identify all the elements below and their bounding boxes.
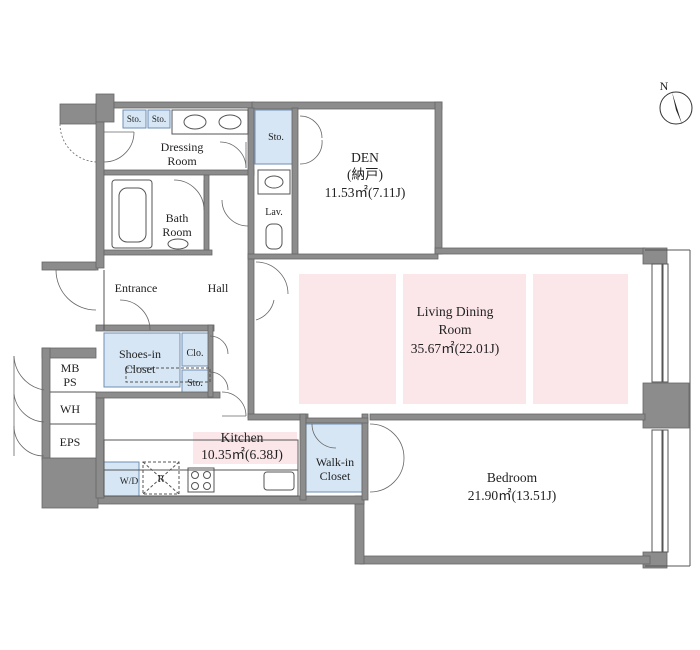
bedroom-name: Bedroom [487, 470, 538, 485]
den-name: DEN [351, 150, 379, 165]
walkin-line1: Walk-in [316, 455, 354, 469]
sto-top-2-label: Sto. [152, 114, 166, 124]
walkin-line2: Closet [320, 469, 351, 483]
kitchen-name: Kitchen [221, 430, 264, 445]
living-floor-panels [193, 274, 628, 464]
hall-label: Hall [208, 281, 229, 295]
kitchen-area: 10.35㎡(6.38J) [201, 447, 283, 462]
ps-label: PS [63, 375, 76, 389]
shoes-line1: Shoes-in [119, 347, 161, 361]
dressing-line2: Room [167, 154, 197, 168]
entrance-label: Entrance [115, 281, 158, 295]
den-area: 11.53㎡(7.11J) [325, 185, 406, 200]
wd-label: W/D [120, 477, 139, 487]
lav-label: Lav. [265, 207, 282, 218]
bath-line1: Bath [166, 211, 189, 225]
north-label: N [660, 79, 669, 93]
sto-hall-label: Sto. [187, 378, 203, 389]
living-line1: Living Dining [417, 304, 494, 319]
walls [41, 93, 690, 569]
dressing-line1: Dressing [161, 140, 204, 154]
r-label: R [158, 474, 165, 485]
sto-top-1-label: Sto. [127, 114, 141, 124]
door-swings [13, 115, 405, 493]
bath-line2: Room [162, 225, 192, 239]
living-area: 35.67㎡(22.01J) [411, 341, 500, 356]
window-frames [645, 249, 691, 567]
clo-label: Clo. [187, 348, 204, 359]
living-line2: Room [438, 322, 472, 337]
eps-label: EPS [60, 435, 81, 449]
sto-den-label: Sto. [268, 132, 284, 143]
bedroom-area: 21.90㎡(13.51J) [468, 488, 557, 503]
north-arrow: N [659, 79, 693, 125]
wh-label: WH [60, 402, 80, 416]
shoes-line2: Closet [125, 362, 156, 376]
fixtures [50, 109, 299, 497]
den-sub: (納戸) [347, 167, 383, 182]
mb-label: MB [61, 361, 80, 375]
